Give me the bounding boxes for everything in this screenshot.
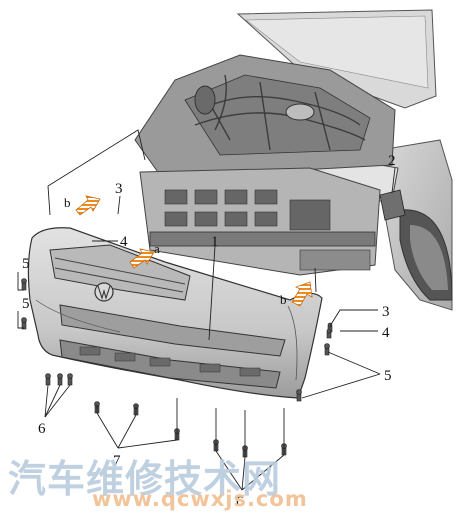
watermark-url: www.qcwxjs.com <box>92 487 308 511</box>
callout-5-left-top: 5 <box>22 256 30 272</box>
callout-4-left: 4 <box>120 234 128 250</box>
callout-3-right: 3 <box>382 304 390 320</box>
radiator-grid <box>164 189 331 231</box>
screw-icon <box>67 373 73 386</box>
callout-4-right: 4 <box>382 325 390 341</box>
direction-arrow-a <box>129 248 155 269</box>
callout-5-left-bottom: 5 <box>22 296 30 312</box>
orange-hatched-arrow-icon <box>291 281 313 307</box>
vw-logo-icon <box>94 282 114 302</box>
screw-icon <box>21 278 27 291</box>
watermark-title: 汽车维修技术网 <box>8 457 282 501</box>
leader-lines <box>17 129 396 491</box>
screw-icon <box>324 343 330 356</box>
car-body <box>134 9 453 311</box>
direction-arrow-b-right <box>291 281 313 307</box>
direction-arrow-b-left <box>75 195 101 216</box>
screw-icon <box>57 373 63 386</box>
arrow-label-b-left: b <box>64 195 71 210</box>
arrow-label-b-right: b <box>280 292 287 307</box>
orange-hatched-arrow-icon <box>129 248 155 269</box>
callout-7: 7 <box>113 453 121 469</box>
callout-5-right: 5 <box>384 368 392 384</box>
callout-6-bottom: 6 <box>236 494 244 510</box>
screw-icon <box>326 328 332 339</box>
side-bracket <box>379 189 406 221</box>
callout-6-left: 6 <box>38 421 46 437</box>
screw-icon <box>21 317 27 330</box>
screw-icon <box>45 373 51 386</box>
callout-3-left: 3 <box>115 181 123 197</box>
mid-grille <box>59 304 286 357</box>
callout-2: 2 <box>388 153 396 169</box>
bumper-cover <box>27 227 323 399</box>
orange-hatched-arrow-icon <box>75 195 101 216</box>
arrow-label-a: a <box>154 241 160 256</box>
crash-bar <box>149 231 376 247</box>
screw-icon <box>296 389 302 402</box>
callout-1: 1 <box>211 234 219 250</box>
